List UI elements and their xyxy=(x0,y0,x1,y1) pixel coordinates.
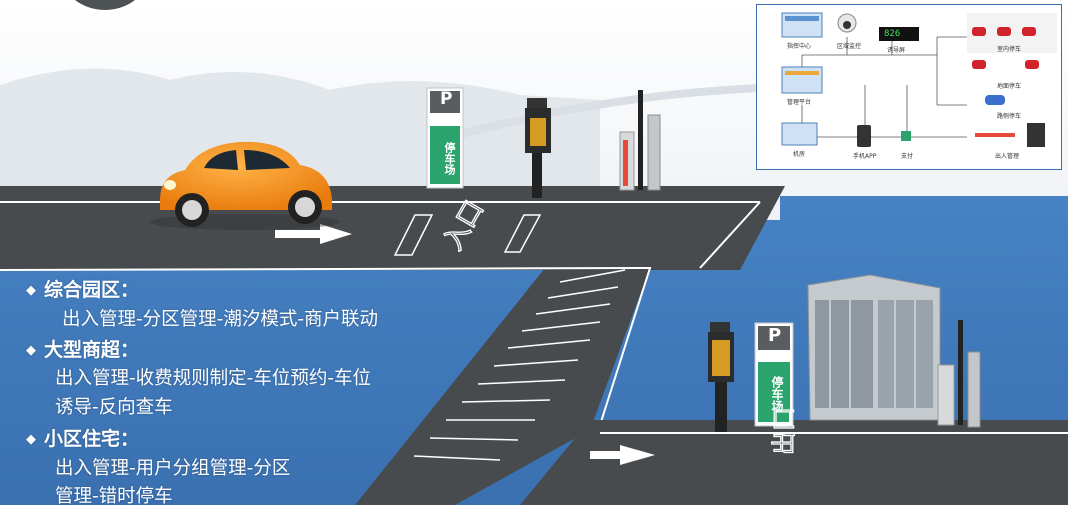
arrow-bottom xyxy=(590,445,655,465)
barrier-top xyxy=(619,90,661,191)
parking-sign-top xyxy=(426,87,464,189)
inset-diagram xyxy=(781,12,1057,147)
feature-1-line-1: 出入管理-分区管理-潮汐模式-商户联动 xyxy=(62,309,379,330)
exit-marking: 出口 xyxy=(770,407,798,455)
feature-3-line-1: 出入管理-用户分组管理-分区 xyxy=(55,458,291,479)
feature-2-line-1: 出入管理-收费规则制定-车位预约-车位 xyxy=(55,368,372,389)
label-server-room: 机房 xyxy=(793,151,806,158)
parking-sign-bottom xyxy=(754,322,794,427)
label-lane-parking: 路侧停车 xyxy=(997,113,1022,120)
sign-letter-top: P xyxy=(440,89,453,109)
sign-letter-bottom: P xyxy=(768,325,782,346)
label-guide-screen: 诱导屏 xyxy=(887,47,906,54)
ticket-machine-top xyxy=(525,98,551,198)
road-top xyxy=(0,186,785,270)
label-ground-parking: 地面停车 xyxy=(997,83,1022,90)
sign-name-bottom: 停车场 xyxy=(770,376,784,412)
system-architecture-inset: 826 指挥中心 区域监控 诱导屏 室内停车 管理平台 地面停车 路侧停车 机房… xyxy=(756,4,1062,170)
road-diagonal xyxy=(355,268,650,505)
feature-3-line-2: 管理-错时停车 xyxy=(55,486,173,507)
corner-ornament xyxy=(75,0,135,10)
arrow-top xyxy=(275,224,352,244)
road-bottom xyxy=(520,420,1068,505)
barrier-bottom xyxy=(937,320,981,428)
feature-2-line-2: 诱导-反向查车 xyxy=(55,397,173,418)
label-management-platform: 管理平台 xyxy=(787,99,812,106)
label-payment: 支付 xyxy=(901,153,914,160)
car-illustration xyxy=(150,141,340,230)
guard-booth xyxy=(807,274,941,421)
label-indoor-parking: 室内停车 xyxy=(997,46,1022,53)
inset-display-value: 826 xyxy=(884,29,901,39)
entrance-stripes xyxy=(393,214,542,256)
ticket-machine-bottom xyxy=(708,322,734,432)
feature-2-title: ◆大型商超： xyxy=(26,339,140,361)
feature-1-title: ◆综合园区： xyxy=(26,279,140,301)
feature-3-title: ◆小区住宅： xyxy=(26,428,140,450)
label-area-monitor: 区域监控 xyxy=(837,43,862,50)
label-mobile-app: 手机APP xyxy=(853,153,877,160)
sign-name-top: 停车场 xyxy=(443,142,456,175)
label-gate-management: 出入管理 xyxy=(995,153,1020,160)
label-command-center: 指挥中心 xyxy=(787,43,812,50)
crosswalk xyxy=(413,269,626,461)
bridge-silhouette xyxy=(438,84,761,144)
